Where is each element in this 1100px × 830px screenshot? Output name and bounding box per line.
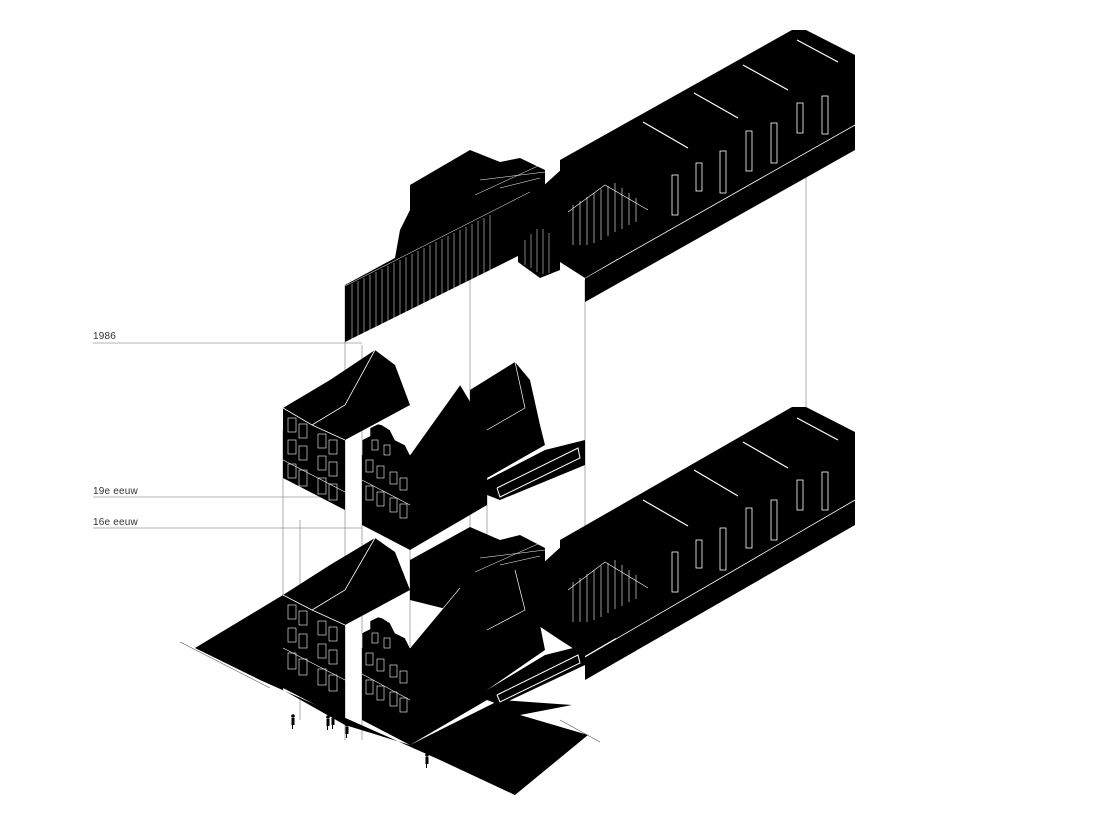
house-19e-body (283, 350, 410, 510)
person-figure-3 (331, 714, 335, 729)
label-1986: 1986 (93, 331, 117, 342)
scale-figures (291, 714, 429, 768)
glass-link (345, 150, 545, 342)
layer-historic-buildings (282, 349, 585, 550)
person-figure-1 (291, 714, 295, 729)
layer-combined-ground (179, 407, 856, 795)
skylights (642, 39, 839, 149)
label-19e-eeuw: 19e eeuw (93, 486, 138, 497)
gable-hatching (567, 183, 649, 245)
glass-link-mullions (344, 164, 546, 340)
ground-plane (195, 595, 588, 795)
rear-house (470, 362, 545, 478)
long-wing-wall (585, 125, 855, 302)
house-19e-windows (282, 417, 346, 501)
person-figure-2 (326, 715, 330, 730)
small-bay (518, 220, 560, 278)
long-wing-wall-lower (585, 500, 855, 680)
house-16e-ornament (361, 384, 461, 519)
facade-windows (671, 95, 829, 216)
label-16e-eeuw: 16e eeuw (93, 517, 138, 528)
person-figure-4 (345, 723, 349, 738)
low-annex (487, 440, 585, 500)
person-figure-5 (425, 753, 429, 768)
label-leader-lines (93, 342, 362, 529)
house-16e-body (362, 385, 487, 550)
layer-1986-building (344, 30, 856, 342)
